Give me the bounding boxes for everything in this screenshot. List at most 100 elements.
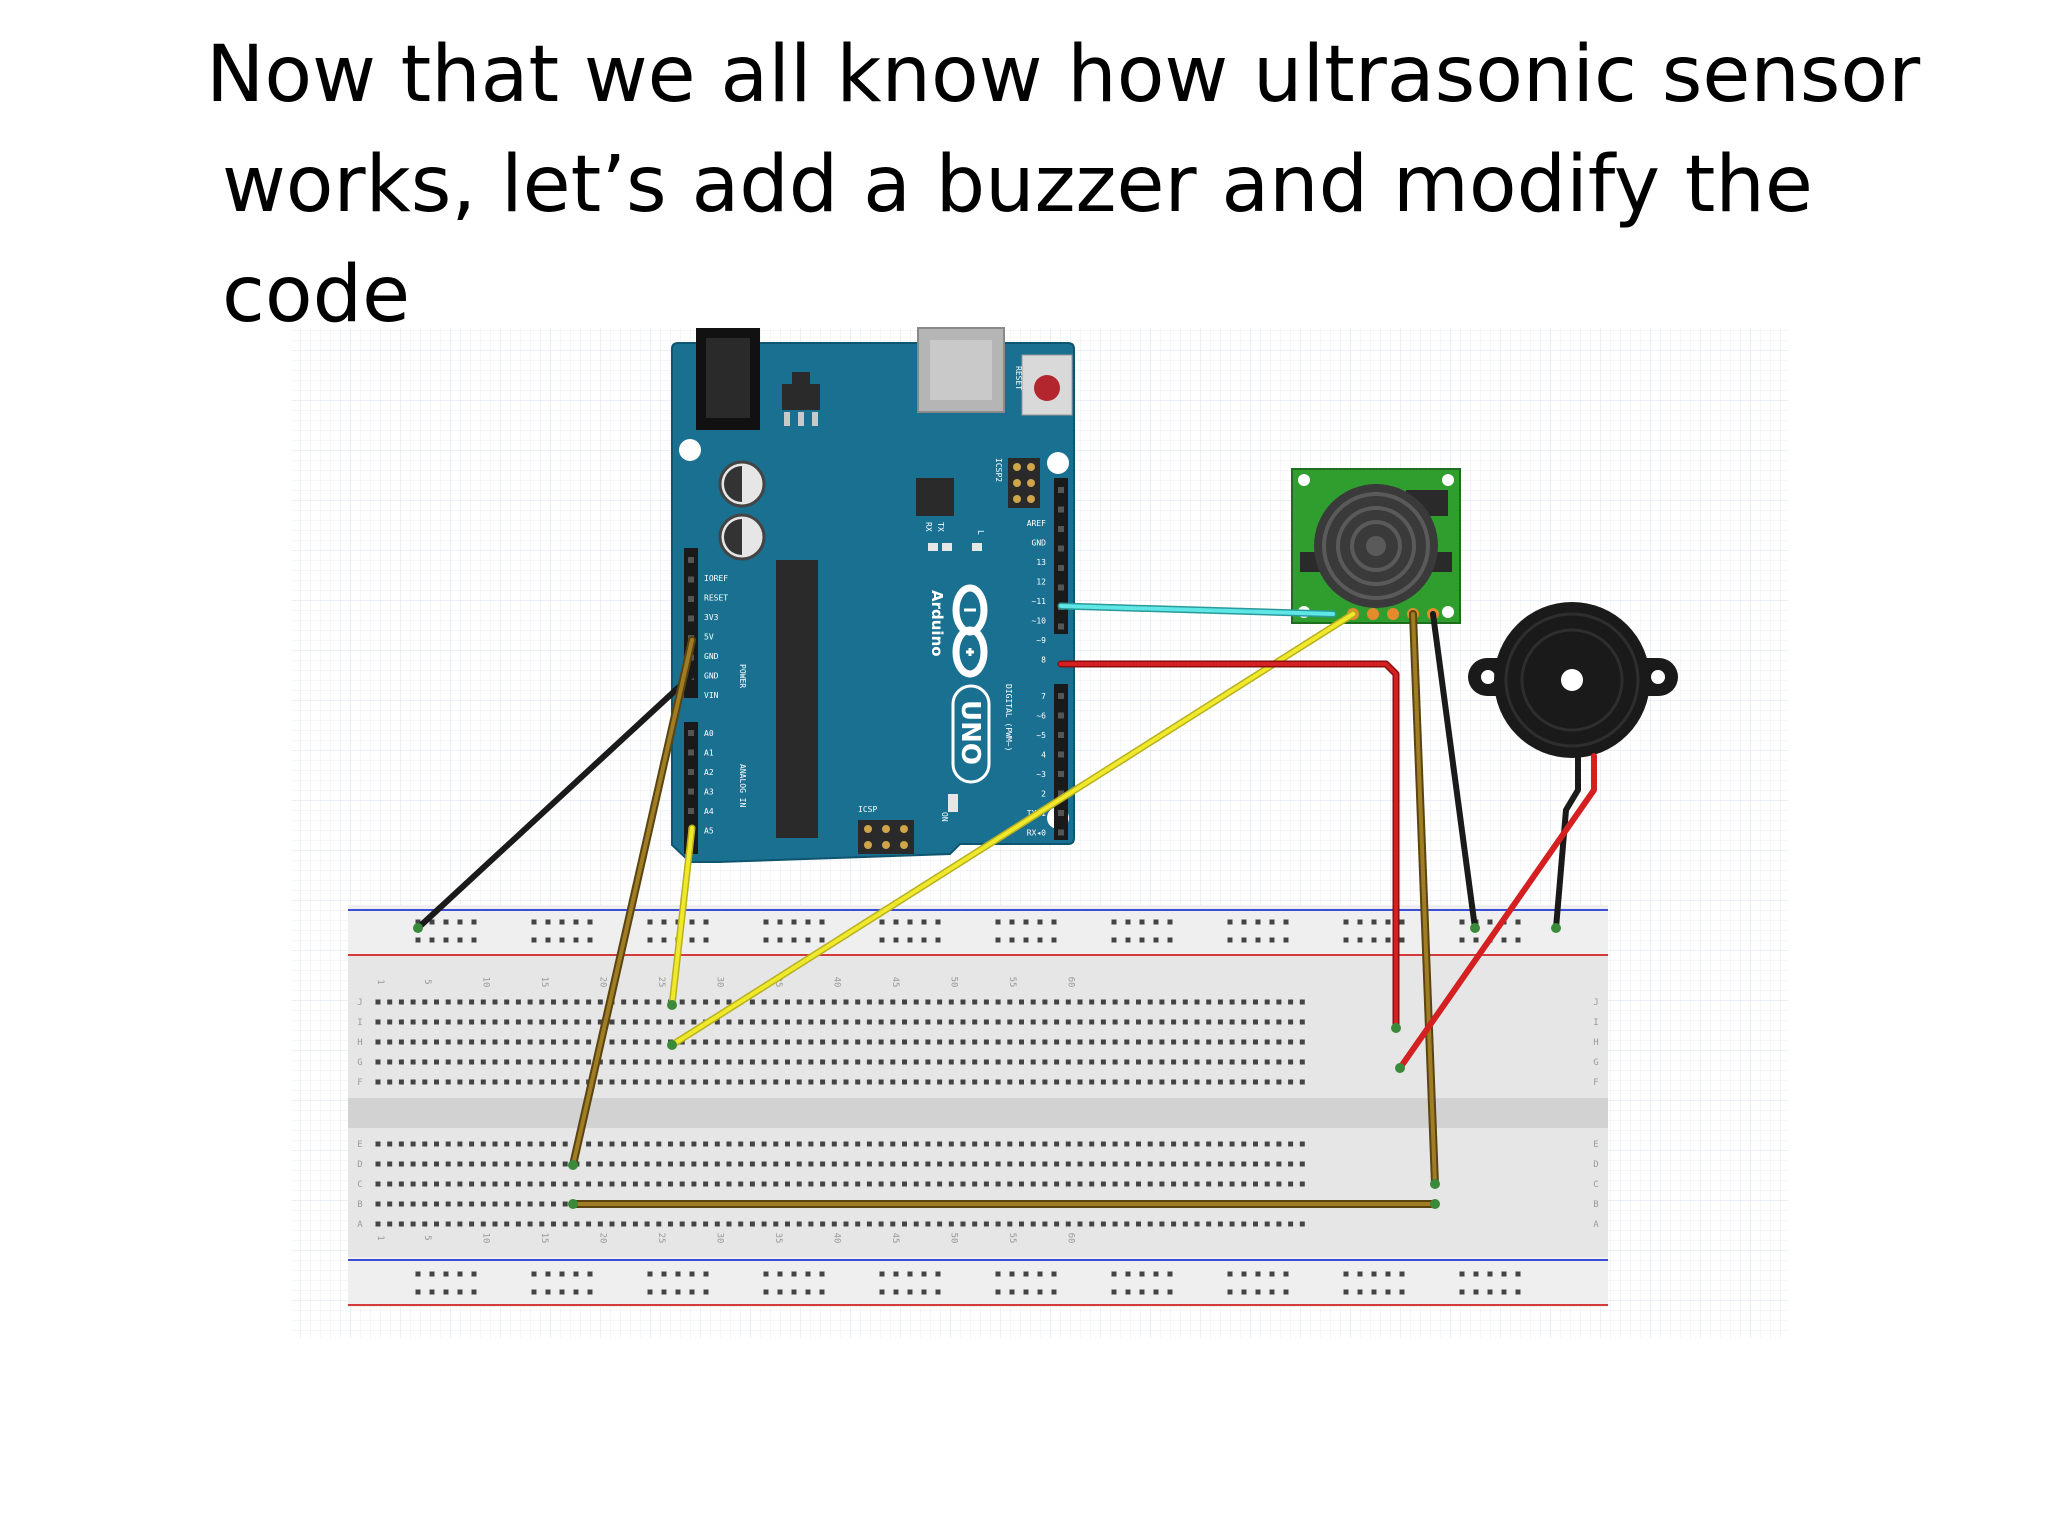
breadboard-hole: [785, 1181, 790, 1187]
breadboard-hole: [422, 1019, 428, 1025]
breadboard-hole: [527, 1221, 533, 1227]
breadboard-hole: [668, 1161, 673, 1167]
breadboard-hole: [492, 1059, 498, 1065]
breadboard-column-number: 55: [1007, 977, 1017, 988]
breadboard-hole: [738, 1019, 744, 1025]
rail-hole: [1357, 1289, 1363, 1295]
rail-hole: [559, 937, 565, 943]
breadboard-hole: [749, 1039, 755, 1045]
breadboard-hole: [679, 1059, 685, 1065]
rail-hole: [703, 1271, 709, 1277]
title-line-2: works, let’s add a buzzer and modify the…: [222, 140, 1813, 340]
rail-hole: [935, 919, 941, 925]
breadboard-hole: [1182, 1221, 1188, 1227]
breadboard-row-letter: H: [357, 1038, 362, 1048]
breadboard-hole: [375, 999, 381, 1005]
breadboard-hole: [597, 1019, 603, 1025]
breadboard-hole: [1159, 1141, 1165, 1147]
pin-label: ~6: [1036, 712, 1046, 721]
breadboard-hole: [1217, 1079, 1223, 1085]
wires: [415, 602, 1597, 1208]
rail-hole: [1111, 919, 1117, 925]
breadboard-hole: [1288, 1019, 1294, 1025]
rail-hole: [1255, 1289, 1261, 1295]
analog-group-label: ANALOG IN: [738, 764, 747, 808]
rail-hole: [443, 1271, 449, 1277]
rail-hole: [471, 919, 477, 925]
breadboard-hole: [609, 1181, 615, 1187]
header-pin: [1058, 693, 1064, 699]
breadboard-hole: [656, 1181, 662, 1187]
breadboard-hole: [761, 1141, 767, 1147]
pin-label: ~10: [1032, 617, 1047, 626]
breadboard-hole: [562, 1019, 568, 1025]
breadboard-column-number: 45: [890, 1233, 900, 1244]
breadboard-hole: [562, 1181, 568, 1187]
breadboard-holes: [375, 919, 1521, 1295]
breadboard-hole: [515, 1039, 521, 1045]
breadboard-hole: [457, 1201, 463, 1207]
breadboard-hole: [656, 1221, 662, 1227]
breadboard-column-number: 5: [422, 1235, 432, 1240]
breadboard-hole: [902, 1059, 907, 1065]
rail-hole: [1227, 919, 1233, 925]
breadboard-hole: [714, 1141, 720, 1147]
rail-hole: [457, 1271, 463, 1277]
rail-hole: [791, 919, 797, 925]
breadboard-hole: [551, 1079, 556, 1085]
breadboard-hole: [1065, 1019, 1071, 1025]
breadboard-hole: [843, 1079, 849, 1085]
breadboard-hole: [820, 1181, 826, 1187]
breadboard-hole: [1054, 1161, 1060, 1167]
breadboard-hole: [808, 1079, 814, 1085]
rail-hole: [1139, 1271, 1145, 1277]
breadboard-hole: [1030, 1019, 1036, 1025]
breadboard-hole: [1136, 1221, 1141, 1227]
breadboard-hole: [1182, 1019, 1188, 1025]
rail-hole: [1153, 1289, 1159, 1295]
breadboard-hole: [445, 1059, 451, 1065]
breadboard-hole: [1264, 999, 1270, 1005]
breadboard-hole: [504, 999, 510, 1005]
breadboard-hole: [714, 1019, 720, 1025]
rail-hole: [879, 1289, 885, 1295]
rail-hole: [805, 937, 811, 943]
breadboard-hole: [1112, 1181, 1118, 1187]
breadboard-hole: [995, 999, 1001, 1005]
breadboard-hole: [1054, 1141, 1060, 1147]
breadboard-hole: [1217, 1019, 1223, 1025]
rail-hole: [531, 1289, 537, 1295]
breadboard-hole: [1241, 1161, 1247, 1167]
breadboard-hole: [539, 1079, 545, 1085]
breadboard-hole: [902, 1079, 907, 1085]
rail-hole: [1515, 937, 1521, 943]
breadboard-hole: [551, 1059, 556, 1065]
breadboard-hole: [773, 1059, 779, 1065]
breadboard-hole: [937, 1059, 943, 1065]
breadboard-hole: [1288, 1181, 1294, 1187]
breadboard-column-number: 45: [890, 977, 900, 988]
pin-label: GND: [704, 672, 719, 681]
breadboard-hole: [855, 1181, 861, 1187]
wire-ends: [413, 923, 1561, 1209]
breadboard-hole: [1241, 1039, 1247, 1045]
breadboard-hole: [527, 1161, 533, 1167]
breadboard-hole: [375, 1141, 381, 1147]
rail-hole: [1343, 937, 1349, 943]
breadboard-hole: [855, 1141, 861, 1147]
breadboard-row-letter: J: [357, 998, 362, 1008]
breadboard-hole: [995, 1039, 1001, 1045]
breadboard-hole: [773, 1141, 779, 1147]
breadboard-row-letter: B: [1593, 1200, 1598, 1210]
breadboard-hole: [691, 1039, 697, 1045]
breadboard-hole: [1264, 1039, 1270, 1045]
rail-hole: [805, 919, 811, 925]
breadboard-column-number: 10: [480, 1233, 490, 1244]
breadboard-hole: [1030, 1079, 1036, 1085]
breadboard-hole: [937, 1019, 943, 1025]
breadboard-row-letter: I: [357, 1018, 362, 1028]
breadboard-hole: [632, 1161, 638, 1167]
buzzer-hole: [1561, 669, 1583, 691]
breadboard-hole: [925, 1019, 931, 1025]
breadboard-hole: [398, 1039, 404, 1045]
